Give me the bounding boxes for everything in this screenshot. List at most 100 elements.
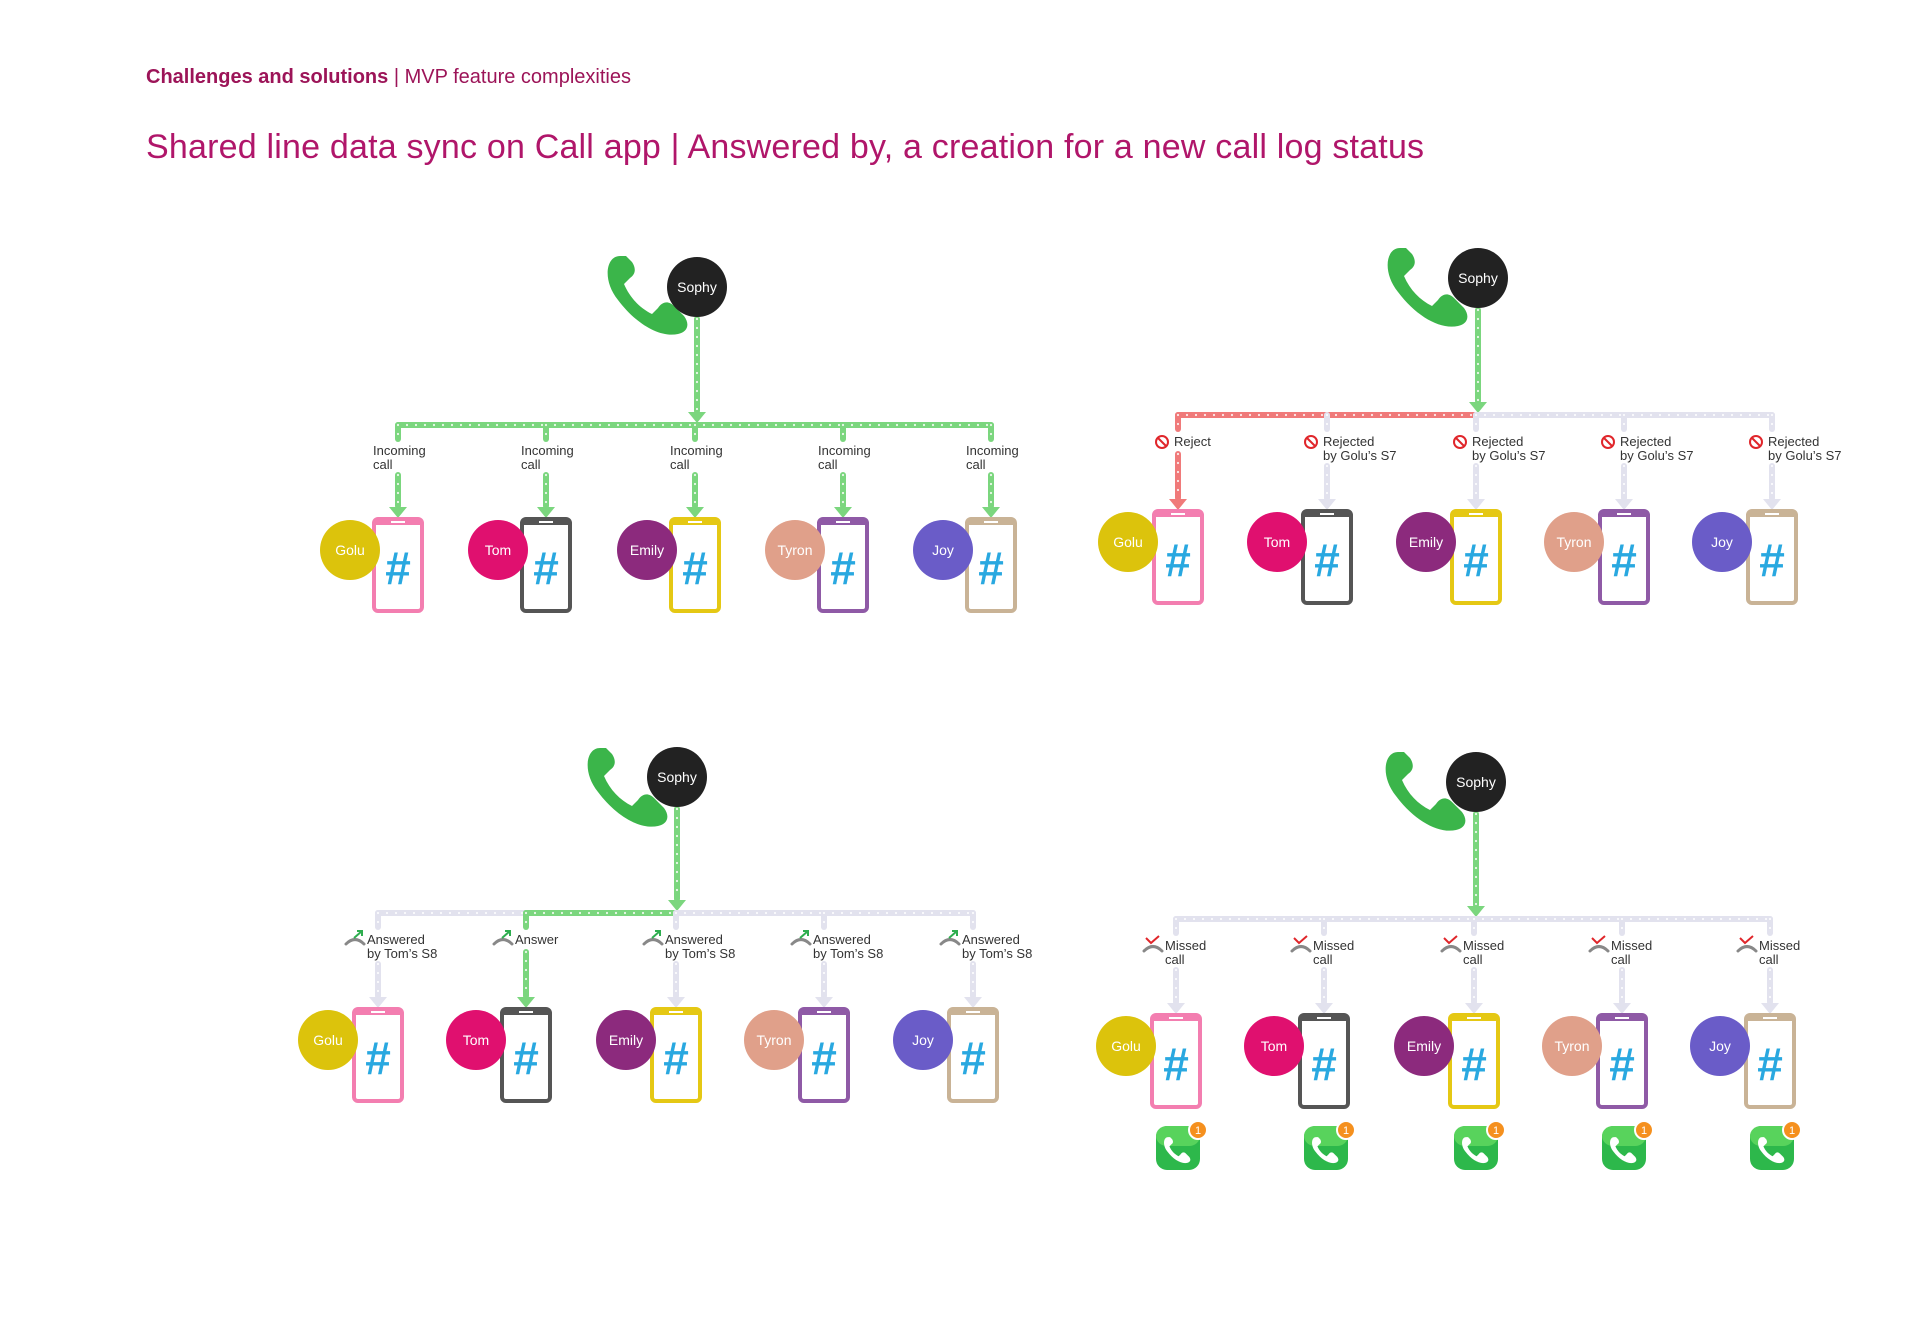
hash-icon: # — [960, 1032, 986, 1084]
missed-call-icon — [1293, 935, 1308, 945]
caller-avatar — [647, 747, 707, 807]
caller-avatar — [1446, 752, 1506, 812]
phone-device: # — [1150, 1013, 1202, 1109]
handset-icon — [1142, 945, 1164, 953]
arrow-head — [964, 997, 982, 1008]
answered-icon — [651, 930, 661, 939]
hash-icon: # — [811, 1032, 837, 1084]
status-label: by Golu’s S7 — [1768, 448, 1841, 463]
handset-icon — [939, 938, 961, 946]
caller-avatar — [667, 257, 727, 317]
avatar: Tom — [1247, 512, 1307, 572]
avatar-circle — [1247, 512, 1307, 572]
arrow-head — [1763, 499, 1781, 510]
block-icon-slash — [1603, 437, 1613, 447]
arrow-head — [834, 507, 852, 518]
avatar: Tyron — [1544, 512, 1604, 572]
call-app-icon: 1 — [1750, 1120, 1802, 1170]
avatar-circle — [596, 1010, 656, 1070]
answered-icon — [799, 930, 809, 939]
status-label: Answered — [962, 932, 1020, 947]
avatar-circle — [1098, 512, 1158, 572]
arrow-head — [688, 412, 706, 423]
phone-device: # — [1301, 509, 1353, 605]
arrow-head — [1315, 1003, 1333, 1014]
branch-golu: Reject#Golu — [1098, 412, 1211, 605]
status-label: call — [966, 457, 986, 472]
avatar-name: Joy — [912, 1032, 934, 1048]
avatar-circle — [913, 520, 973, 580]
handset-icon — [1736, 945, 1758, 953]
avatar-circle — [1692, 512, 1752, 572]
notification-badge — [1336, 1120, 1356, 1140]
avatar-name: Emily — [630, 542, 664, 558]
call-app-icon: 1 — [1454, 1120, 1506, 1170]
caller-name: Sophy — [1456, 774, 1496, 790]
status-label: Answered — [665, 932, 723, 947]
phone-device: # — [352, 1007, 404, 1103]
arrow-head — [667, 997, 685, 1008]
avatar-name: Joy — [1709, 1038, 1731, 1054]
phone-device: # — [1450, 509, 1502, 605]
avatar-circle — [1096, 1016, 1156, 1076]
call-app-icon: 1 — [1304, 1120, 1356, 1170]
arrow-head — [668, 900, 686, 911]
handset-icon — [492, 938, 514, 946]
section-subtitle: MVP feature complexities — [404, 66, 631, 88]
handset-icon — [642, 938, 664, 946]
badge-count: 1 — [1789, 1125, 1795, 1137]
phone-device: # — [1152, 509, 1204, 605]
avatar-circle — [1542, 1016, 1602, 1076]
phone-device: # — [520, 517, 572, 613]
avatar-circle — [1690, 1016, 1750, 1076]
arrow-head — [1167, 1003, 1185, 1014]
status-label: Missed — [1611, 938, 1652, 953]
phone-device: # — [1744, 1013, 1796, 1109]
phone-device: # — [947, 1007, 999, 1103]
section-separator: | — [388, 66, 405, 88]
phone-device: # — [965, 517, 1017, 613]
status-label: Incoming — [966, 443, 1019, 458]
status-label: Missed — [1165, 938, 1206, 953]
avatar: Emily — [1396, 512, 1456, 572]
status-label: Rejected — [1472, 434, 1523, 449]
block-icon — [1601, 435, 1615, 449]
hash-icon: # — [978, 542, 1004, 594]
avatar: Tyron — [765, 520, 825, 580]
status-label: call — [670, 457, 690, 472]
avatar-circle — [765, 520, 825, 580]
avatar: Tom — [446, 1010, 506, 1070]
status-label: Incoming — [670, 443, 723, 458]
avatar-name: Golu — [335, 542, 365, 558]
avatar-name: Tom — [1264, 534, 1290, 550]
caller-name: Sophy — [1458, 270, 1498, 286]
arrow-head — [537, 507, 555, 518]
status-label: by Golu’s S7 — [1620, 448, 1693, 463]
hash-icon: # — [1609, 1038, 1635, 1090]
section-title: Challenges and solutions — [146, 66, 389, 88]
phone-device: # — [1448, 1013, 1500, 1109]
arrow-head — [517, 997, 535, 1008]
avatar-name: Joy — [1711, 534, 1733, 550]
avatar-circle — [320, 520, 380, 580]
arrow-head — [1469, 402, 1487, 413]
notification-badge — [1634, 1120, 1654, 1140]
avatar: Tom — [1244, 1016, 1304, 1076]
badge-count: 1 — [1493, 1125, 1499, 1137]
block-icon-slash — [1306, 437, 1316, 447]
avatar-name: Tyron — [1556, 534, 1591, 550]
avatar-circle — [744, 1010, 804, 1070]
handset-icon — [1588, 945, 1610, 953]
missed-call-icon — [1145, 935, 1160, 945]
hash-icon: # — [1759, 534, 1785, 586]
hash-icon: # — [1757, 1038, 1783, 1090]
avatar: Tyron — [1542, 1016, 1602, 1076]
arrow-head — [1613, 1003, 1631, 1014]
hash-icon: # — [365, 1032, 391, 1084]
